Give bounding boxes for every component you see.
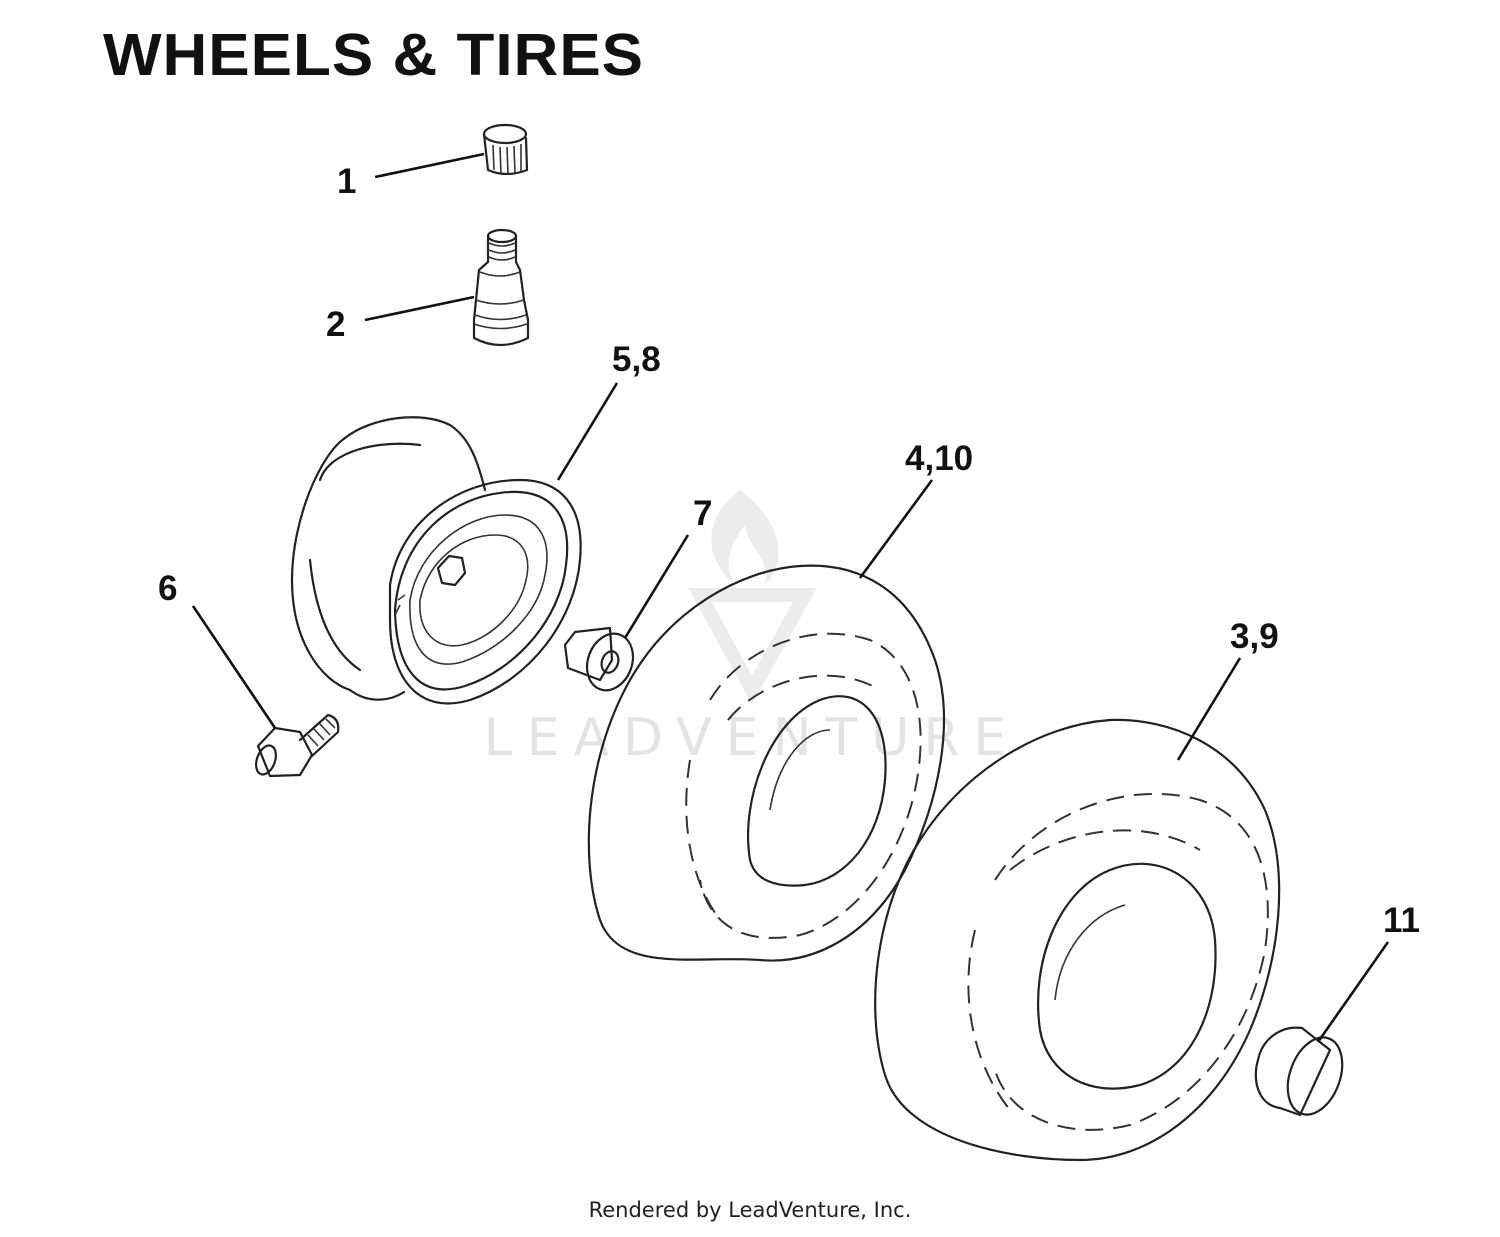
callout-5-8: 5,8 xyxy=(612,340,661,379)
callouts: 1 2 5,8 7 4,10 6 3,9 11 xyxy=(158,152,1420,1043)
watermark-logo-icon xyxy=(688,490,817,705)
leader-line-5-8 xyxy=(556,382,619,481)
hub-cap xyxy=(1254,1026,1344,1117)
tire-rear xyxy=(874,718,1281,1162)
valve-stem xyxy=(472,228,530,347)
callout-7: 7 xyxy=(693,494,712,533)
callout-6: 6 xyxy=(158,569,177,608)
wheel-rim xyxy=(290,416,582,705)
callout-3-9: 3,9 xyxy=(1230,617,1279,656)
callout-11: 11 xyxy=(1383,901,1420,940)
watermark: LEADVENTURE xyxy=(484,490,1021,768)
leader-line-2 xyxy=(364,295,475,322)
footer-credit: Rendered by LeadVenture, Inc. xyxy=(588,1198,912,1222)
leader-line-7 xyxy=(623,534,690,639)
lug-bolt xyxy=(255,713,340,778)
callout-4-10: 4,10 xyxy=(905,439,973,478)
leader-line-3-9 xyxy=(1176,657,1242,761)
callout-1: 1 xyxy=(337,162,356,201)
watermark-text: LEADVENTURE xyxy=(484,708,1021,768)
leader-line-4-10 xyxy=(858,479,934,579)
callout-2: 2 xyxy=(326,305,345,344)
leader-line-6 xyxy=(191,605,277,729)
leader-line-1 xyxy=(374,152,485,179)
leader-line-11 xyxy=(1316,941,1390,1043)
page-title: WHEELS & TIRES xyxy=(103,22,645,89)
bushing xyxy=(563,626,635,692)
valve-cap xyxy=(482,123,529,176)
tire-front xyxy=(587,564,945,962)
